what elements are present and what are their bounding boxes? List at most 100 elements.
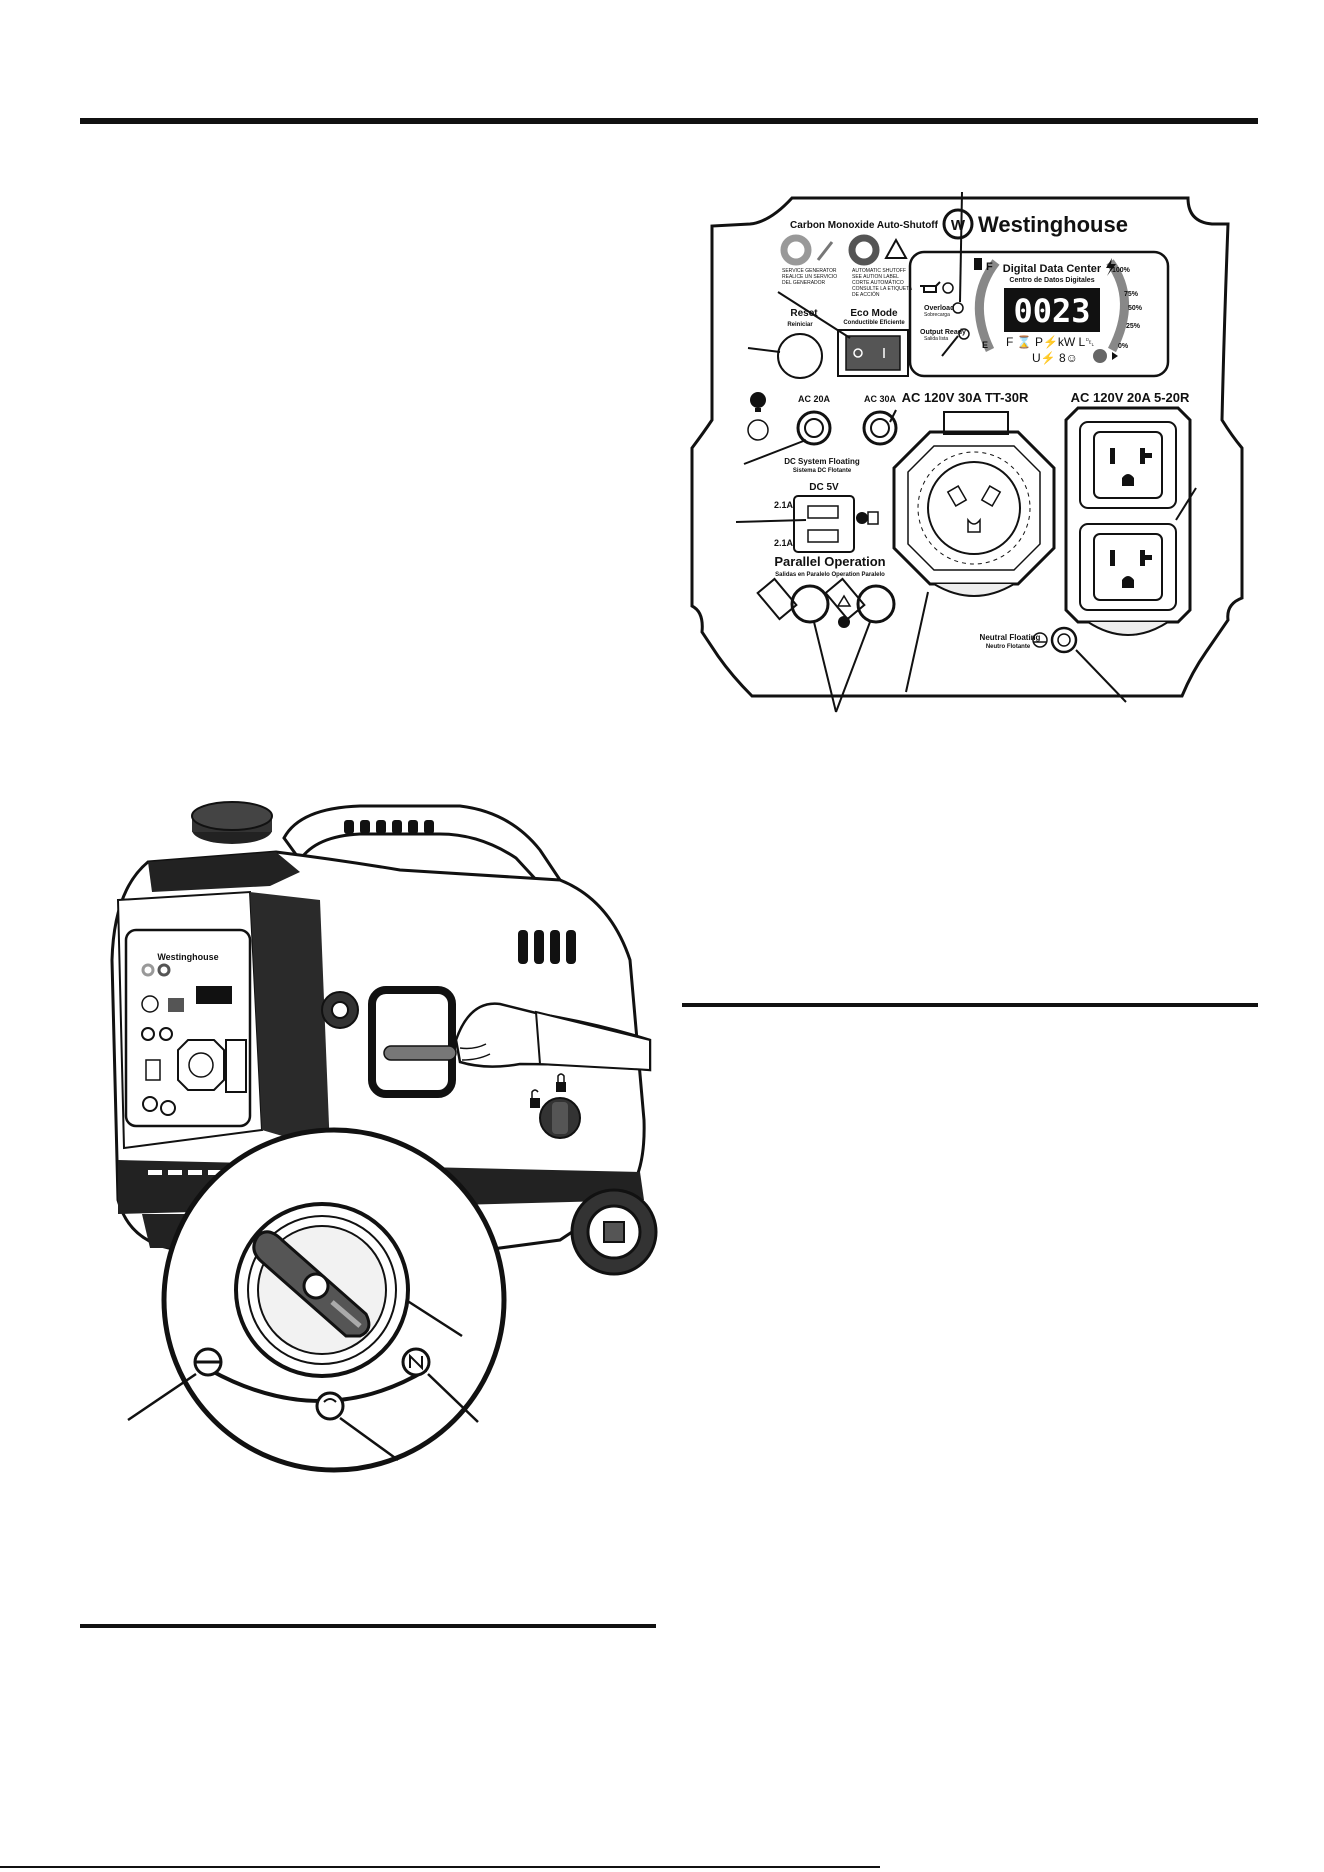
load-gauge-arc <box>1106 259 1129 353</box>
ground-symbol-icon <box>1032 632 1048 648</box>
parallel-terminal-right[interactable] <box>824 577 896 624</box>
tt30r-outlet[interactable] <box>927 461 1021 555</box>
fuel-pump-icon <box>974 258 982 270</box>
generator-dark-edge <box>250 892 330 1150</box>
caution-icon <box>836 594 852 607</box>
arm-sleeve <box>534 1010 651 1072</box>
svg-text:W: W <box>951 217 966 234</box>
ac20-breaker-button[interactable] <box>796 410 832 446</box>
ac30-outlet-frame <box>892 430 1056 586</box>
wrench-icon <box>816 241 834 261</box>
output-ready-sub: Salida lista <box>924 336 948 342</box>
ground-terminal[interactable] <box>1050 626 1078 654</box>
mini-breaker-right <box>159 1027 173 1041</box>
wheel <box>570 1188 658 1276</box>
parallel-sub: Salidas en Paralelo Operation Paralelo <box>775 572 885 578</box>
ground-terminal-core <box>1057 633 1071 647</box>
generator-top-band <box>148 852 300 892</box>
data-center-box <box>908 250 1170 378</box>
mini-display <box>196 986 232 1004</box>
co-right-text-5: DE ACCIÓN <box>852 291 880 298</box>
usb-port-top[interactable] <box>807 505 839 519</box>
tt30-slot-right <box>980 485 1002 507</box>
valve-detail-inset <box>127 1127 507 1473</box>
mini-30a-face <box>188 1052 214 1078</box>
ac20-breaker-core <box>804 418 824 438</box>
hand-fingers <box>459 1043 491 1061</box>
ac20-outlet-frame <box>1064 406 1192 624</box>
ac30-breaker-core <box>870 418 890 438</box>
parallel-terminal-left[interactable] <box>756 577 830 624</box>
dc-floating-sub: Sistema DC Flotante <box>793 468 852 474</box>
mini-eco-switch <box>168 998 184 1012</box>
panel-brand: Westinghouse <box>978 212 1128 237</box>
right-section-rule <box>682 1003 1258 1007</box>
access-door-window <box>368 986 456 1098</box>
output-ready-indicator <box>958 328 970 340</box>
load-0-label: 0% <box>1118 343 1129 350</box>
usb-port-bottom[interactable] <box>807 529 839 543</box>
usb-cover-hinge <box>856 512 868 524</box>
inset-callout-lines <box>127 1298 479 1462</box>
co-left-text-3: DEL GENERADOR <box>782 280 826 286</box>
dc-floating-label: DC System Floating <box>784 457 860 466</box>
oil-indicator <box>942 282 954 294</box>
mini-parallel-left <box>142 1096 158 1112</box>
display-icons-row-1: F ⌛ P⚡kW L␡ <box>1006 335 1095 349</box>
load-75-label: 75% <box>1124 291 1139 298</box>
side-fuel-knob <box>321 991 359 1029</box>
ac20-upper-recess <box>1079 421 1177 509</box>
side-choke-knob <box>539 1097 581 1139</box>
reset-label: Reset <box>790 308 818 319</box>
co-right-text-1: AUTOMATIC SHUTOFF <box>852 268 906 274</box>
eco-mode-sub: Conductible Eficiente <box>843 320 905 326</box>
position-start-icon <box>315 1391 345 1421</box>
ac30-outlet-inner-frame <box>907 445 1041 571</box>
eco-mode-label: Eco Mode <box>850 308 898 319</box>
ac30-outlet-dashed-ring <box>917 451 1031 565</box>
dc5v-label: DC 5V <box>809 482 839 493</box>
overload-sub: Sobrecarga <box>924 312 950 318</box>
ac30-outlet-title: AC 120V 30A TT-30R <box>902 390 1029 405</box>
co-right-text-4: CONSULTE LA ETIQUETA <box>852 286 913 292</box>
eco-mode-switch[interactable] <box>845 335 901 371</box>
load-50-label: 50% <box>1128 305 1143 312</box>
generator-brand: Westinghouse <box>157 952 218 962</box>
usb-port-housing <box>793 495 855 553</box>
gauge-e-label: E <box>982 340 988 350</box>
5-20r-outlet-upper[interactable] <box>1093 431 1163 499</box>
position-run-icon <box>401 1347 431 1377</box>
usb-cover-tab <box>867 511 879 525</box>
top-rule <box>80 118 1258 124</box>
fuel-gauge-arc <box>974 259 1000 352</box>
5-20r-outlet-lower[interactable] <box>1093 533 1163 601</box>
light-bulb-icon <box>750 392 766 412</box>
ac30-breaker-button[interactable] <box>862 410 898 446</box>
westinghouse-logo: W Westinghouse <box>942 208 1128 240</box>
mini-20a-outlet <box>225 1039 247 1093</box>
overload-indicator <box>952 302 964 314</box>
parallel-title: Parallel Operation <box>774 554 885 569</box>
oil-can-icon <box>920 281 941 293</box>
lightning-icon <box>1106 258 1116 276</box>
data-center-subtitle: Centro de Datos Digitales <box>1009 277 1094 284</box>
ac30-breaker-label: AC 30A <box>864 394 897 404</box>
ac20-outlet-title: AC 120V 20A 5-20R <box>1071 390 1190 405</box>
ac20-breaker-label: AC 20A <box>798 394 831 404</box>
digital-display <box>1004 288 1100 332</box>
co-service-indicator <box>780 234 812 266</box>
control-panel: W Westinghouse Carbon Monoxide Auto-Shut… <box>690 191 1244 713</box>
ac20-lower-recess <box>1079 523 1177 611</box>
reset-button[interactable] <box>777 333 823 379</box>
side-vents <box>518 930 576 964</box>
mini-30a-outlet <box>177 1039 225 1091</box>
fuel-cap <box>191 801 273 844</box>
co-left-text-2: REALICE UN SERVICIO <box>782 274 837 280</box>
unlock-icon <box>530 1089 540 1108</box>
mini-control-panel: Westinghouse <box>124 928 252 1128</box>
display-mode-button[interactable] <box>1093 349 1107 363</box>
fuel-hose <box>383 1045 457 1061</box>
co-shutoff-indicator <box>848 234 880 266</box>
ac20-cover-latch <box>1087 621 1169 636</box>
